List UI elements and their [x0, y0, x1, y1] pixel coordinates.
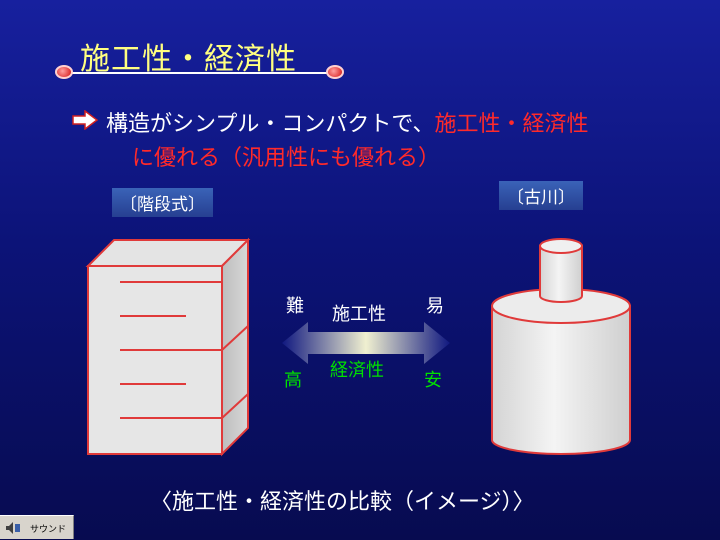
comparison-double-arrow [282, 322, 450, 364]
page-title: 施工性・経済性 [80, 42, 297, 77]
furukawa-structure-illustration [491, 238, 631, 455]
label-cheap: 安 [424, 370, 442, 391]
speaker-icon [6, 522, 20, 534]
label-furukawa-type: 〔古川〕 [499, 181, 583, 210]
sound-button-label: サウンド [30, 525, 67, 535]
label-stepped-type: 〔階段式〕 [112, 188, 213, 217]
stepped-structure-illustration [85, 237, 251, 457]
bullet-line-1-text: 構造がシンプル・コンパクトで、 [106, 112, 435, 137]
bullet-line-1-emphasis: 施工性・経済性 [434, 112, 589, 137]
arrow-bullet-icon [72, 110, 98, 130]
bullet-line-1: 構造がシンプル・コンパクトで、施工性・経済性 [106, 106, 588, 138]
label-economy: 経済性 [330, 360, 384, 381]
label-constructability: 施工性 [332, 304, 386, 325]
label-easy: 易 [426, 296, 444, 317]
bullet-line-2: に優れる（汎用性にも優れる） [132, 146, 441, 171]
label-difficult: 難 [286, 296, 304, 317]
figure-caption: 〈施工性・経済性の比較（イメージ）〉 [150, 490, 535, 515]
title-underline-left-dot [55, 65, 73, 79]
sound-button[interactable]: サウンド [0, 515, 74, 539]
title-underline-right-dot [326, 65, 344, 79]
label-expensive: 高 [284, 370, 302, 391]
title-underline [62, 72, 338, 74]
